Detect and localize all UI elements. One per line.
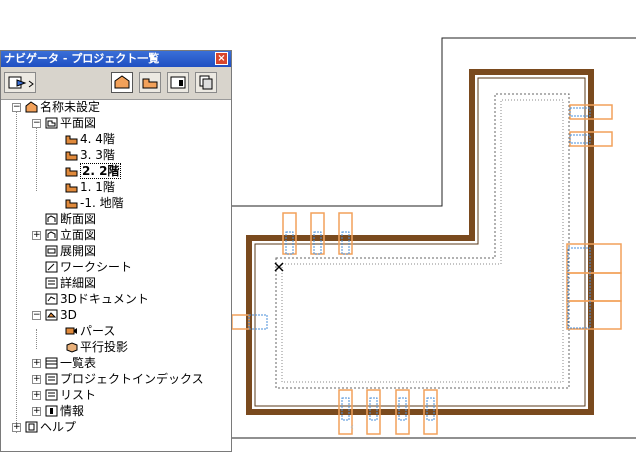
cursor-hint: ‹ — [350, 422, 354, 433]
tree-item-perspective[interactable]: パース — [65, 323, 115, 339]
close-button[interactable]: × — [215, 52, 228, 65]
expand-lists[interactable]: + — [32, 390, 41, 400]
expand-elevations[interactable]: + — [32, 230, 41, 240]
box-icon — [66, 342, 78, 353]
list-icon — [45, 389, 58, 401]
story-icon — [65, 167, 78, 177]
index-icon — [45, 373, 58, 385]
palette-title: ナビゲータ - プロジェクト一覧 — [4, 52, 160, 65]
expand-schedules[interactable]: + — [32, 358, 41, 368]
expand-help[interactable]: + — [12, 422, 21, 432]
help-icon — [25, 421, 38, 433]
tree-item-schedules[interactable]: 一覧表 — [45, 355, 96, 371]
info-icon — [45, 405, 58, 417]
right-windows — [566, 104, 622, 330]
story-icon — [65, 135, 78, 145]
project-icon — [25, 101, 38, 113]
expand-floor-plans[interactable]: − — [32, 118, 41, 128]
project-map-button[interactable] — [111, 72, 133, 93]
project-map-icon — [114, 75, 130, 89]
site-boundary — [232, 37, 636, 207]
top-windows — [282, 212, 353, 255]
expand-3d[interactable]: − — [32, 310, 41, 320]
tree-item-root[interactable]: 名称未設定 — [25, 99, 100, 115]
bottom-windows-blue — [341, 397, 435, 421]
building-wall — [246, 69, 594, 415]
bottom-windows — [338, 389, 438, 435]
elevation-icon — [45, 229, 58, 241]
view-3d-icon — [45, 309, 58, 321]
top-windows-blue — [285, 231, 350, 255]
expand-info[interactable]: + — [32, 406, 41, 416]
tree-item-sections[interactable]: 断面図 — [45, 211, 96, 227]
document-3d-icon — [45, 293, 58, 305]
navigator-palette[interactable]: ナビゲータ - プロジェクト一覧 × — [0, 50, 232, 452]
tree-item-help[interactable]: ヘルプ — [25, 419, 76, 435]
publisher-icon — [199, 75, 213, 90]
section-icon — [45, 213, 58, 225]
floor-plan-icon — [45, 117, 58, 129]
story-icon — [65, 183, 78, 193]
tree-item-interior-elevations[interactable]: 展開図 — [45, 243, 96, 259]
building-wall-inner — [254, 77, 586, 407]
camera-icon — [65, 327, 77, 335]
tree-item-worksheets[interactable]: ワークシート — [45, 259, 132, 275]
view-map-button[interactable] — [139, 72, 161, 93]
story-icon — [65, 151, 78, 161]
interior-outline-2 — [281, 99, 564, 383]
tree-item-floor-1[interactable]: 1. 1階 — [65, 179, 115, 195]
palette-title-bar[interactable]: ナビゲータ - プロジェクト一覧 × — [1, 51, 231, 67]
tree-item-floor-plans[interactable]: 平面図 — [45, 115, 96, 131]
origin-marker — [274, 262, 284, 272]
tree-item-floor-2[interactable]: 2. 2階 — [65, 163, 122, 179]
left-window-blue — [248, 314, 268, 330]
expand-root[interactable]: − — [12, 102, 21, 112]
right-windows-blue — [567, 107, 591, 329]
interior-outline — [275, 93, 570, 389]
project-tree: − 名称未設定 − 平面図 4. 4階 3. 3階 2. 2階 1. 1階 -1… — [1, 99, 231, 451]
expand-project-indexes[interactable]: + — [32, 374, 41, 384]
tree-item-details[interactable]: 詳細図 — [45, 275, 96, 291]
worksheet-icon — [45, 261, 58, 273]
tree-item-3d[interactable]: 3D — [45, 307, 77, 323]
tree-item-floor-3[interactable]: 3. 3階 — [65, 147, 115, 163]
tree-item-parallel[interactable]: 平行投影 — [65, 339, 128, 355]
open-view-icon — [8, 76, 34, 89]
tree-item-basement[interactable]: -1. 地階 — [65, 195, 124, 211]
tree-item-floor-4[interactable]: 4. 4階 — [65, 131, 115, 147]
tree-item-project-indexes[interactable]: プロジェクトインデックス — [45, 371, 204, 387]
story-icon — [65, 199, 78, 209]
tree-item-elevations[interactable]: 立面図 — [45, 227, 96, 243]
interior-elevation-icon — [45, 245, 58, 257]
layout-book-icon — [170, 76, 186, 89]
navigator-toolbar — [1, 67, 231, 100]
tree-item-lists[interactable]: リスト — [45, 387, 96, 403]
detail-icon — [45, 277, 58, 289]
layout-book-button[interactable] — [167, 72, 189, 93]
tree-item-info[interactable]: 情報 — [45, 403, 84, 419]
open-view-button[interactable] — [4, 72, 36, 93]
publisher-button[interactable] — [195, 72, 217, 93]
schedule-icon — [45, 357, 58, 369]
tree-item-3d-documents[interactable]: 3Dドキュメント — [45, 291, 149, 307]
view-map-icon — [142, 78, 158, 89]
